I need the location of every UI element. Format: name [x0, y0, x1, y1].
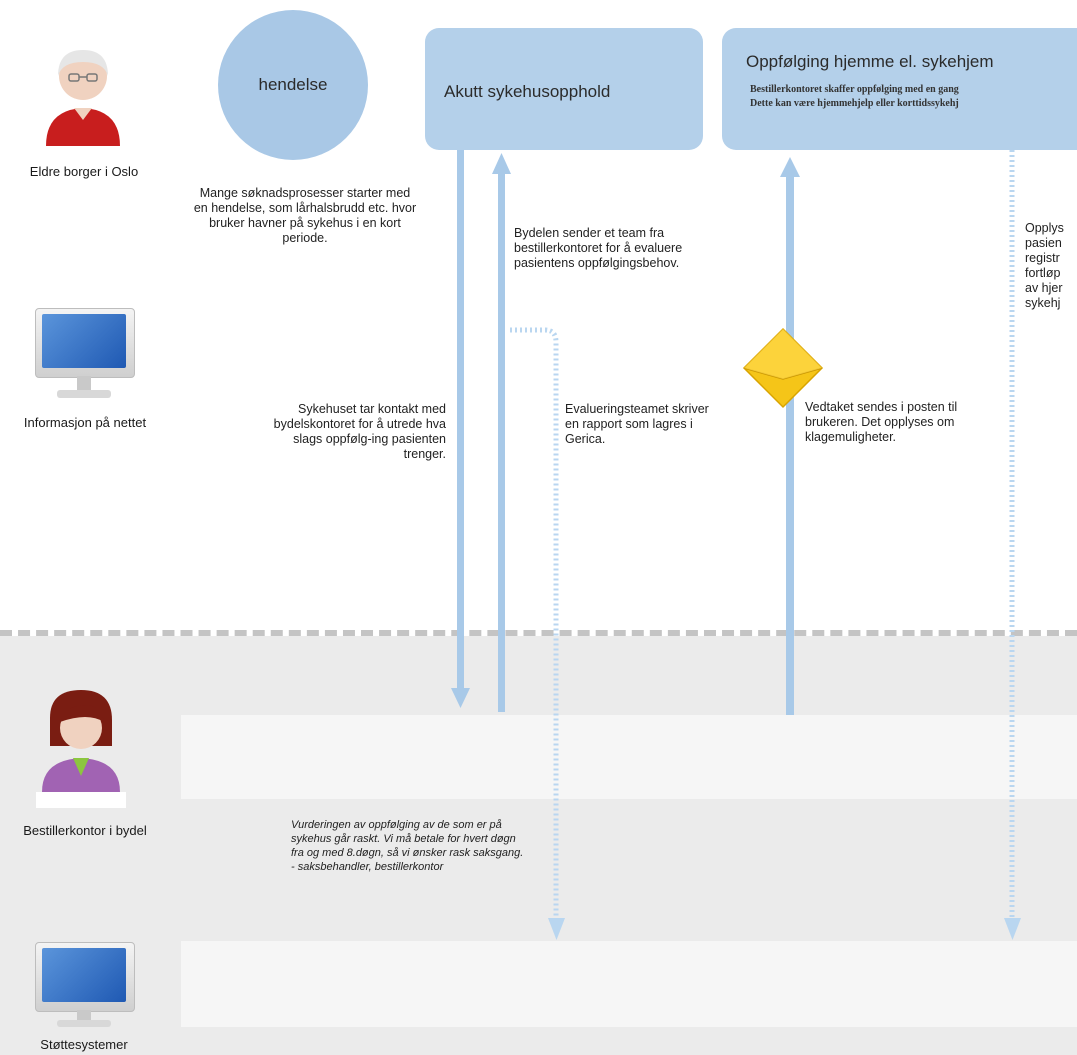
- envelope-icon: [742, 327, 824, 409]
- note-info-right-line: fortløp: [1025, 266, 1061, 280]
- monitor-base: [57, 1020, 111, 1027]
- systems-lane: [181, 941, 1077, 1027]
- elderly-person-icon: [38, 38, 128, 148]
- monitor-icon: [35, 942, 135, 1034]
- monitor-stand: [77, 376, 91, 390]
- event-circle: hendelse: [218, 10, 368, 160]
- dotted-arrow-report-to-systems: [510, 327, 565, 940]
- note-hospital-contact: Sykehuset tar kontakt med bydelskontoret…: [273, 402, 446, 461]
- note-info-right-line: Opplys: [1025, 221, 1064, 235]
- note-info-right: Opplys pasien registr fortløp av hjer sy…: [1025, 221, 1077, 311]
- followup-title: Oppfølging hjemme el. sykehjem: [746, 52, 994, 71]
- acute-hospital-title: Akutt sykehusopphold: [444, 82, 611, 101]
- actor-label-web: Informasjon på nettet: [23, 415, 147, 430]
- arrow-office-to-followup: [780, 157, 800, 715]
- followup-box: Oppfølging hjemme el. sykehjem Bestiller…: [722, 28, 1077, 150]
- followup-subtext-1: Bestillerkontoret skaffer oppfølging med…: [750, 84, 959, 95]
- actor-label-office: Bestillerkontor i bydel: [23, 823, 147, 838]
- note-info-right-line: pasien: [1025, 236, 1062, 250]
- monitor-screen: [42, 948, 126, 1002]
- monitor-icon: [35, 308, 135, 400]
- actor-label-systems: Støttesystemer: [40, 1037, 128, 1052]
- dotted-arrow-followup-to-systems: [1004, 150, 1021, 940]
- monitor-screen: [42, 314, 126, 368]
- monitor-base: [57, 390, 111, 398]
- actor-label-citizen: Eldre borger i Oslo: [29, 164, 139, 179]
- followup-subtext-2: Dette kan være hjemmehjelp eller korttid…: [750, 98, 959, 109]
- note-event-description: Mange søknadsprosesser starter med en he…: [193, 186, 417, 245]
- arrow-office-to-hospital: [492, 153, 511, 712]
- note-info-right-line: sykehj: [1025, 296, 1061, 310]
- note-report: Evalueringsteamet skriver en rapport som…: [565, 402, 709, 446]
- female-clerk-icon: [36, 688, 126, 810]
- office-lane: [181, 715, 1077, 799]
- note-info-right-line: av hjer: [1025, 281, 1063, 295]
- note-team-sent: Bydelen sender et team fra bestillerkont…: [514, 226, 683, 270]
- lane-divider: [0, 630, 1077, 636]
- note-decision: Vedtaket sendes i posten til brukeren. D…: [805, 400, 958, 444]
- arrow-hospital-to-office: [451, 150, 470, 708]
- caseworker-quote: Vurderingen av oppfølging av de som er p…: [291, 819, 524, 873]
- acute-hospital-box: Akutt sykehusopphold: [425, 28, 703, 150]
- note-info-right-line: registr: [1025, 251, 1060, 265]
- monitor-stand: [77, 1010, 91, 1020]
- event-label: hendelse: [258, 75, 328, 94]
